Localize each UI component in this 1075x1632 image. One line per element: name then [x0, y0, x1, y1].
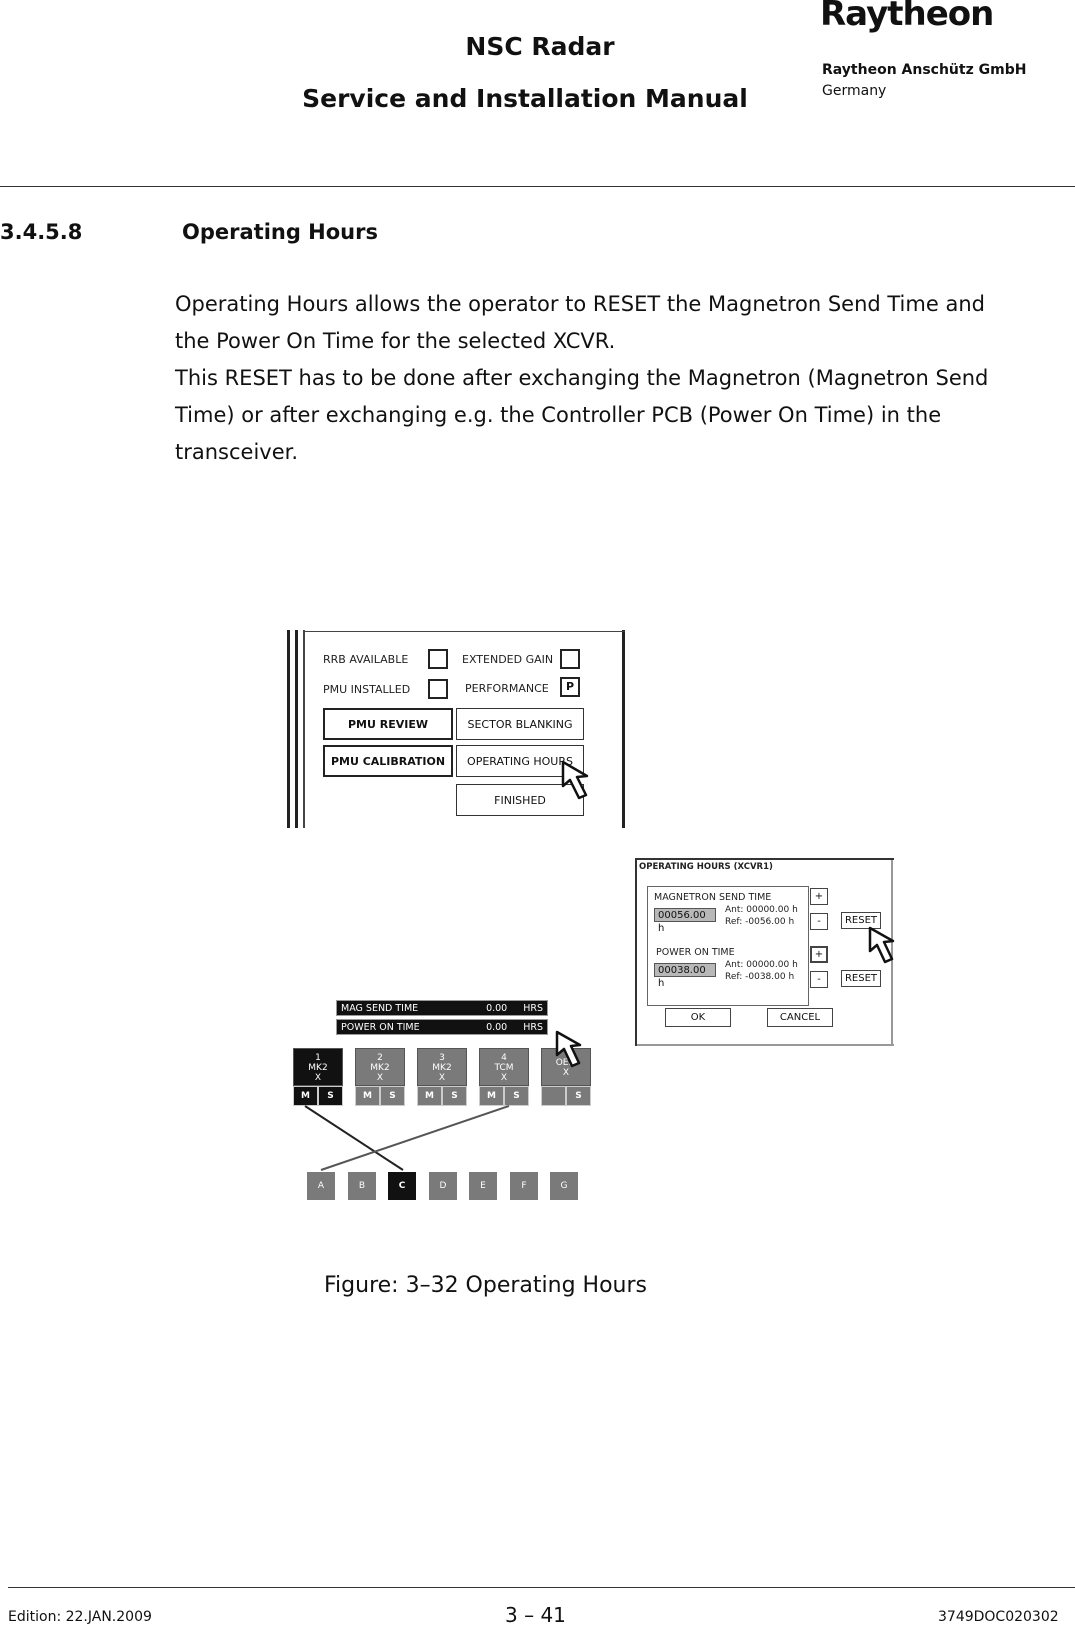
section-title: Operating Hours [182, 220, 378, 244]
body-line: Operating Hours allows the operator to R… [175, 292, 985, 316]
edition-date: Edition: 22.JAN.2009 [8, 1609, 152, 1625]
page-number: 3 – 41 [505, 1603, 566, 1627]
xcvr-status: X [438, 1073, 446, 1083]
company-country: Germany [822, 83, 887, 99]
rrb-available-checkbox[interactable] [428, 649, 448, 669]
magnetron-plus-button[interactable]: + [810, 888, 828, 905]
xcvr-status: X [500, 1073, 508, 1083]
xcvr-2-slave-button[interactable]: S [380, 1086, 405, 1106]
pmu-installed-label: PMU INSTALLED [323, 683, 411, 696]
header-rule [0, 186, 1075, 187]
power-ref-value: Ref: -0038.00 h [725, 972, 795, 982]
ok-button[interactable]: OK [665, 1008, 731, 1027]
mouse-pointer-icon [561, 760, 589, 800]
document-number: 3749DOC020302 [938, 1609, 1059, 1625]
dialog-title: OPERATING HOURS (XCVR1) [639, 862, 773, 872]
xcvr-3-slave-button[interactable]: S [442, 1086, 467, 1106]
pmu-installed-checkbox[interactable] [428, 679, 448, 699]
power-on-time-unit: HRS [523, 1021, 543, 1033]
xcvr-number: 4 [501, 1053, 507, 1063]
extended-gain-checkbox[interactable] [560, 649, 580, 669]
pmu-review-button[interactable]: PMU REVIEW [323, 708, 453, 740]
dialog-group-frame [647, 886, 809, 1006]
xcvr-oem-slave-button[interactable]: S [566, 1086, 591, 1106]
body-line: transceiver. [175, 440, 299, 464]
mag-send-time-unit: HRS [523, 1002, 543, 1014]
mouse-pointer-icon [555, 1030, 582, 1068]
xcvr-2-master-button[interactable]: M [355, 1086, 380, 1106]
performance-label: PERFORMANCE [465, 682, 549, 695]
cancel-button[interactable]: CANCEL [767, 1008, 833, 1027]
xcvr-type: MK2 [370, 1063, 390, 1073]
display-a-button[interactable]: A [307, 1172, 335, 1200]
magnetron-minus-button[interactable]: - [810, 913, 828, 930]
mag-send-time-value: 0.00 [486, 1002, 508, 1014]
xcvr-status: X [376, 1073, 384, 1083]
xcvr-type: MK2 [432, 1063, 452, 1073]
magnetron-reset-button[interactable]: RESET [841, 912, 881, 929]
xcvr-type: MK2 [308, 1063, 328, 1073]
xcvr-oem-master-button[interactable] [541, 1086, 566, 1106]
xcvr-type: TCM [494, 1063, 514, 1073]
company-name: Raytheon Anschütz GmbH [822, 62, 1027, 78]
body-line: the Power On Time for the selected XCVR. [175, 329, 616, 353]
rrb-available-label: RRB AVAILABLE [323, 653, 409, 666]
power-ant-value: Ant: 00000.00 h [725, 960, 798, 970]
section-number: 3.4.5.8 [0, 220, 83, 244]
xcvr-1-button[interactable]: 1 MK2 X [293, 1048, 343, 1086]
xcvr-number: 2 [377, 1053, 383, 1063]
footer-rule [8, 1587, 1075, 1588]
display-g-button[interactable]: G [550, 1172, 578, 1200]
display-c-button[interactable]: C [388, 1172, 416, 1200]
power-on-time-label: POWER ON TIME [341, 1021, 420, 1033]
display-b-button[interactable]: B [348, 1172, 376, 1200]
display-f-button[interactable]: F [510, 1172, 538, 1200]
magnetron-send-time-label: MAGNETRON SEND TIME [654, 892, 772, 903]
xcvr-4-slave-button[interactable]: S [504, 1086, 529, 1106]
finished-button[interactable]: FINISHED [456, 784, 584, 816]
xcvr-2-button[interactable]: 2 MK2 X [355, 1048, 405, 1086]
power-on-time-label: POWER ON TIME [656, 947, 735, 958]
power-on-time-bar: POWER ON TIME 0.00 HRS [336, 1019, 548, 1035]
xcvr-number: 1 [315, 1053, 321, 1063]
magnetron-send-time-value: 00056.00 h [654, 908, 716, 934]
manual-title-line1: NSC Radar [465, 32, 615, 61]
xcvr-3-button[interactable]: 3 MK2 X [417, 1048, 467, 1086]
manual-title-line2: Service and Installation Manual [302, 84, 748, 113]
magnetron-ref-value: Ref: -0056.00 h [725, 917, 795, 927]
mag-send-time-bar: MAG SEND TIME 0.00 HRS [336, 1000, 548, 1016]
xcvr-number: 3 [439, 1053, 445, 1063]
raytheon-logo: Raytheon [820, 0, 994, 34]
display-e-button[interactable]: E [469, 1172, 497, 1200]
mouse-pointer-icon [868, 926, 895, 964]
power-reset-button[interactable]: RESET [841, 970, 881, 987]
xcvr-4-button[interactable]: 4 TCM X [479, 1048, 529, 1086]
power-plus-button[interactable]: + [810, 946, 828, 963]
xcvr-3-master-button[interactable]: M [417, 1086, 442, 1106]
sector-blanking-button[interactable]: SECTOR BLANKING [456, 708, 584, 740]
pmu-calibration-button[interactable]: PMU CALIBRATION [323, 745, 453, 777]
xcvr-status: X [562, 1068, 570, 1078]
power-on-time-value: 0.00 [486, 1021, 508, 1033]
power-on-time-value: 00038.00 h [654, 963, 716, 989]
body-line: This RESET has to be done after exchangi… [175, 366, 989, 390]
xcvr-type: OEM [555, 1058, 577, 1068]
extended-gain-label: EXTENDED GAIN [462, 653, 554, 666]
xcvr-status: X [314, 1073, 322, 1083]
section-body: Operating Hours allows the operator to R… [175, 286, 1055, 471]
mag-send-time-label: MAG SEND TIME [341, 1002, 419, 1014]
xcvr-1-slave-button[interactable]: S [318, 1086, 343, 1106]
magnetron-ant-value: Ant: 00000.00 h [725, 905, 798, 915]
body-line: Time) or after exchanging e.g. the Contr… [175, 403, 942, 427]
power-minus-button[interactable]: - [810, 971, 828, 988]
figure-caption: Figure: 3–32 Operating Hours [324, 1273, 647, 1298]
performance-checkbox[interactable]: P [560, 677, 580, 697]
operating-hours-dialog: OPERATING HOURS (XCVR1) MAGNETRON SEND T… [635, 858, 895, 1046]
display-d-button[interactable]: D [429, 1172, 457, 1200]
xcvr-selection-screenshot: MAG SEND TIME 0.00 HRS POWER ON TIME 0.0… [285, 1000, 605, 1210]
xcvr-display-connections [304, 1105, 510, 1171]
xcvr-4-master-button[interactable]: M [479, 1086, 504, 1106]
setup-menu-screenshot: RRB AVAILABLE EXTENDED GAIN PMU INSTALLE… [287, 630, 639, 828]
